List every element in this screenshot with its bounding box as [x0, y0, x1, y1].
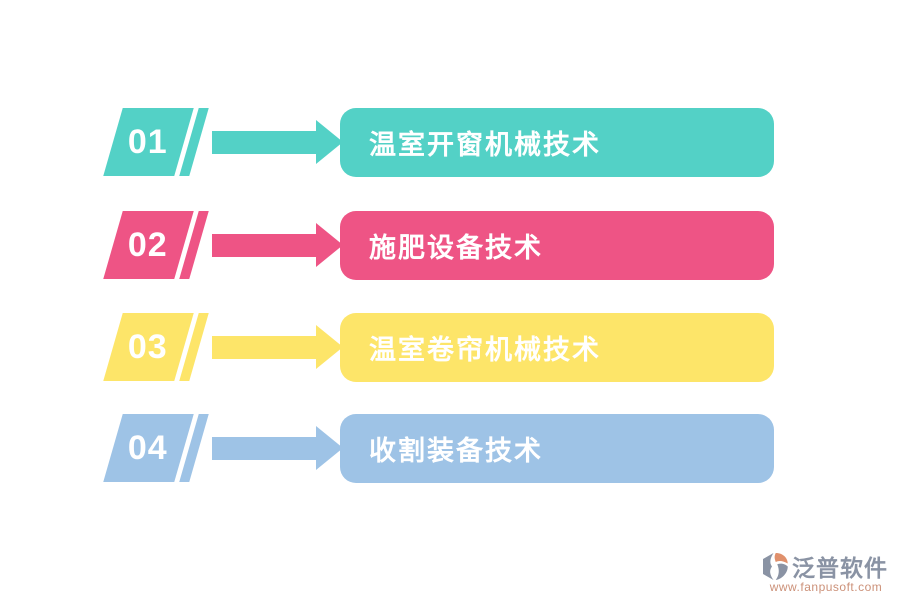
fanpu-logo-icon: [763, 552, 788, 580]
fanpu-logo: 泛普软件 www.fanpusoft.com: [760, 549, 892, 594]
arrow-head: [316, 325, 343, 369]
step-label: 温室开窗机械技术: [369, 130, 601, 160]
step-label-box: 施肥设备技术: [340, 211, 774, 280]
arrow-shaft: [212, 234, 318, 257]
step-label-box: 温室开窗机械技术: [340, 108, 774, 177]
step-row-2: 02 施肥设备技术: [0, 210, 900, 280]
step-number-shape: 04: [103, 413, 209, 483]
step-number: 03: [128, 327, 168, 366]
step-number-shape: 01: [103, 107, 209, 177]
arrow-shaft: [212, 131, 318, 154]
step-label-box: 温室卷帘机械技术: [340, 313, 774, 382]
step-label-box: 收割装备技术: [340, 414, 774, 483]
logo-name: 泛普软件: [792, 555, 888, 581]
logo-url: www.fanpusoft.com: [769, 580, 883, 594]
step-row-1: 01 温室开窗机械技术: [0, 107, 900, 177]
step-number: 01: [128, 122, 168, 161]
step-row-3: 03 温室卷帘机械技术: [0, 312, 900, 382]
step-number: 02: [128, 225, 168, 264]
step-row-4: 04 收割装备技术: [0, 413, 900, 483]
arrow-head: [316, 120, 343, 164]
arrow-right-icon: [212, 120, 344, 165]
step-number-shape: 02: [103, 210, 209, 280]
step-label: 施肥设备技术: [369, 233, 543, 263]
arrow-shaft: [212, 336, 318, 359]
step-number-shape: 03: [103, 312, 209, 382]
arrow-right-icon: [212, 325, 344, 370]
step-number: 04: [128, 428, 168, 467]
arrow-shaft: [212, 437, 318, 460]
step-label: 温室卷帘机械技术: [369, 335, 601, 365]
arrow-head: [316, 426, 343, 470]
arrow-right-icon: [212, 223, 344, 268]
step-label: 收割装备技术: [369, 436, 543, 466]
arrow-right-icon: [212, 426, 344, 471]
arrow-head: [316, 223, 343, 267]
